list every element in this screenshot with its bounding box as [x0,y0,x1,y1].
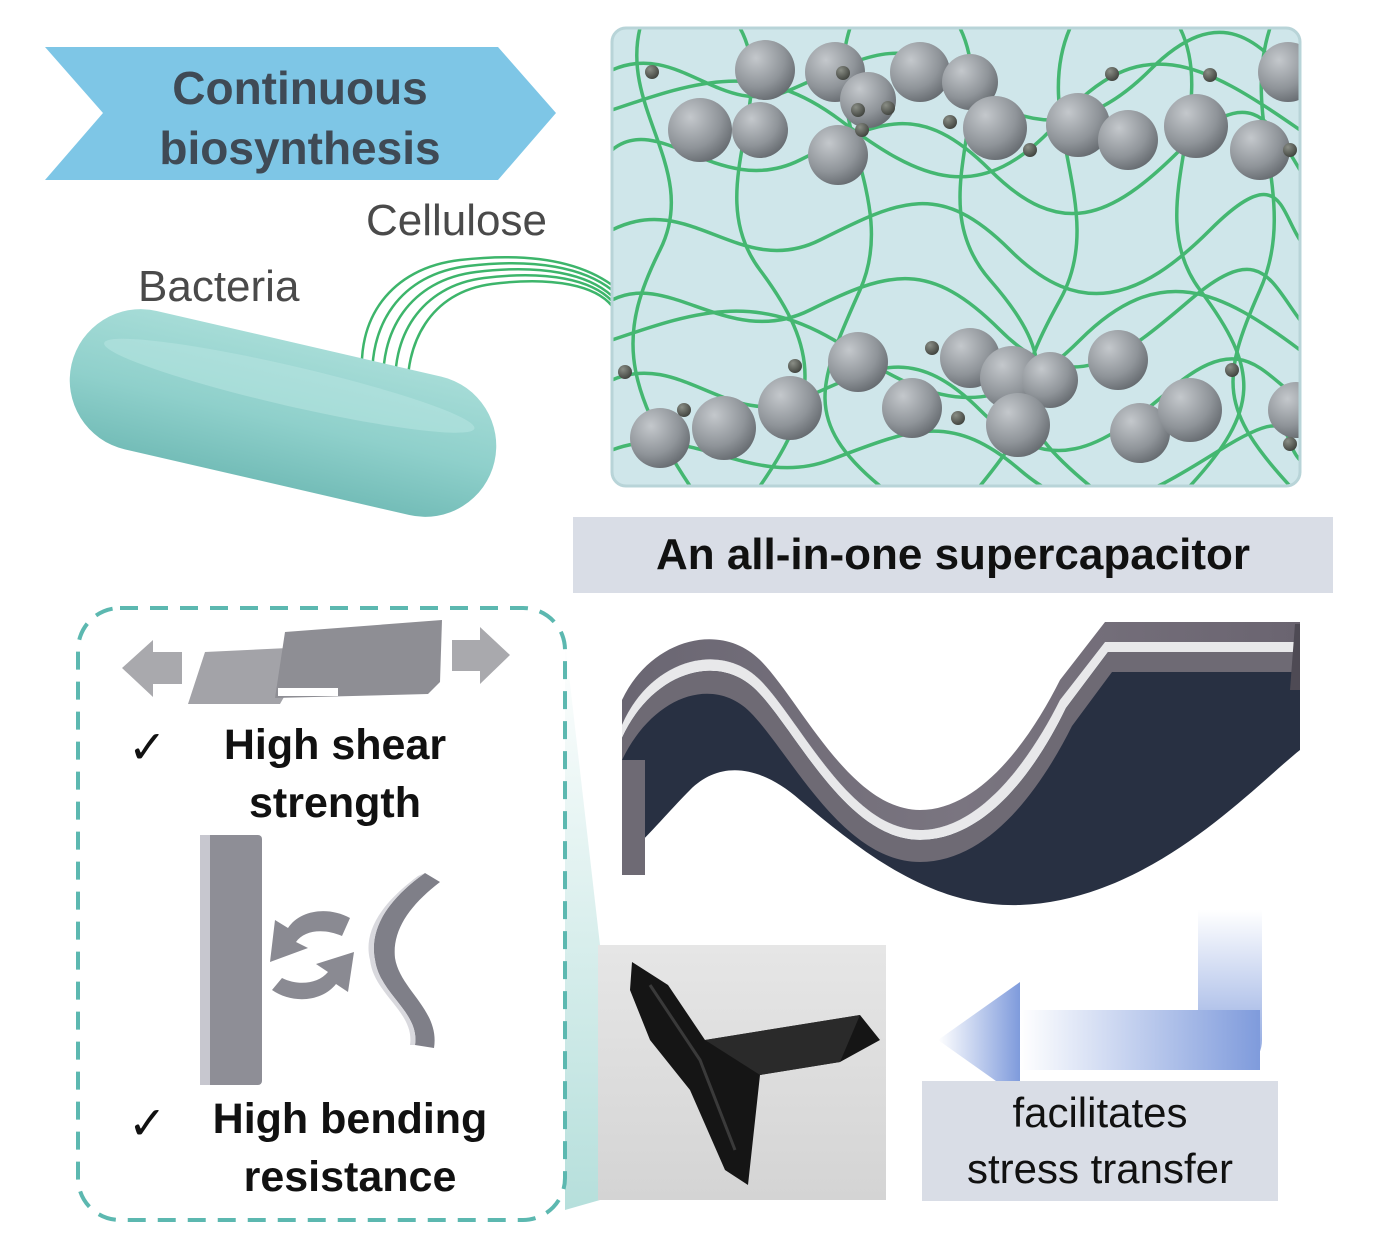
connector-wedge [565,640,600,1210]
photo-sample [630,962,880,1185]
stress-transfer-box: facilitates stress transfer [922,1081,1278,1201]
feature-shear-line-1: High shear [223,721,447,769]
check-icon: ✓ [128,721,167,773]
cellulose-strands [360,256,613,399]
shear-icon [122,620,510,704]
bacteria-body [69,309,497,517]
particles-top [668,40,1300,185]
feature-box [76,606,567,1222]
feature-bending: High bending resistance [165,1090,535,1206]
facilitates-arrow [938,910,1262,1098]
small-dots [618,65,1297,451]
bending-icon [200,835,440,1085]
feature-bending-line-2: resistance [243,1153,457,1201]
cellulose-label: Cellulose [366,196,547,245]
particles-bottom [630,328,1300,468]
stress-line-2: stress transfer [966,1145,1234,1192]
banner-line-1: Continuous [172,62,428,114]
device-illustration [622,622,1300,906]
banner-title: Continuous biosynthesis [100,58,500,178]
cellulose-network [612,28,1300,486]
banner-line-2: biosynthesis [159,122,441,174]
stress-line-1: facilitates [1012,1089,1188,1136]
supercapacitor-title: An all-in-one supercapacitor [573,517,1333,593]
check-icon: ✓ [128,1097,167,1149]
feature-shear-line-2: strength [249,779,421,827]
bacteria-label: Bacteria [138,262,300,311]
banner-arrow [45,47,556,180]
feature-shear: High shear strength [175,716,495,832]
feature-bending-line-1: High bending [212,1095,488,1143]
